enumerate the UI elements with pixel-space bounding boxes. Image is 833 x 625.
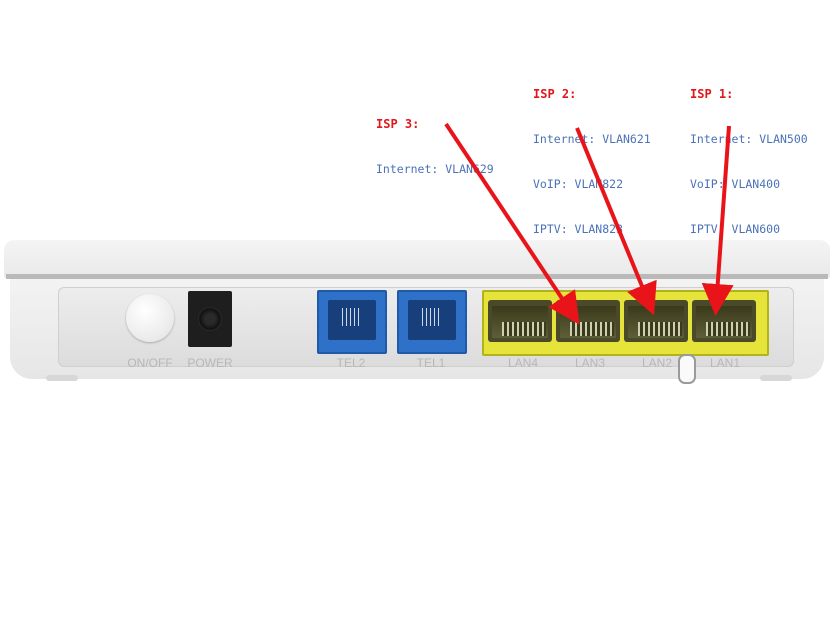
isp2-title: ISP 2:	[533, 87, 577, 101]
lan1-port-pins	[706, 322, 750, 336]
cable-clip	[678, 354, 696, 384]
lan2-port-pins	[638, 322, 682, 336]
isp1-arrow	[701, 125, 734, 316]
isp1-internet: Internet: VLAN500	[690, 132, 808, 146]
lan4-port	[488, 300, 552, 342]
lan4-port-pins	[502, 322, 546, 336]
isp1-voip: VoIP: VLAN400	[690, 177, 781, 191]
power-jack-hole	[198, 307, 222, 331]
router-lid	[4, 240, 830, 278]
tel1-label: TEL1	[416, 356, 446, 370]
router-lid-edge	[6, 274, 828, 279]
isp3-arrow	[444, 122, 580, 325]
tel2-label: TEL2	[336, 356, 366, 370]
isp1-iptv: IPTV: VLAN600	[690, 222, 781, 236]
tel1-port-socket	[408, 300, 456, 340]
lan4-port-socket	[492, 306, 548, 338]
onoff-label: ON/OFF	[127, 356, 173, 370]
router: ON/OFF POWER TEL2 TEL1 LAN4 LAN3 LAN2 LA…	[4, 240, 830, 385]
tel2-port-socket	[328, 300, 376, 340]
power-label: POWER	[187, 356, 233, 370]
power-jack	[188, 291, 232, 347]
isp3-title: ISP 3:	[376, 117, 420, 131]
tel1-port-pins	[422, 308, 442, 326]
router-foot-left	[46, 375, 78, 381]
isp2-iptv: IPTV: VLAN823	[533, 222, 624, 236]
isp3-internet: Internet: VLAN629	[376, 162, 494, 176]
lan-ports	[482, 290, 769, 356]
isp3-annotation: ISP 3: Internet: VLAN629	[376, 87, 494, 192]
lan2-label: LAN2	[641, 356, 673, 370]
isp2-annotation: ISP 2: Internet: VLAN621 VoIP: VLAN822 I…	[533, 57, 651, 252]
tel1-port	[397, 290, 467, 354]
lan3-label: LAN3	[574, 356, 606, 370]
tel2-port	[317, 290, 387, 354]
lan4-label: LAN4	[507, 356, 539, 370]
lan3-port-pins	[570, 322, 614, 336]
router-foot-right	[760, 375, 792, 381]
isp1-title: ISP 1:	[690, 87, 734, 101]
lan1-label: LAN1	[709, 356, 741, 370]
isp1-annotation: ISP 1: Internet: VLAN500 VoIP: VLAN400 I…	[690, 57, 808, 252]
tel2-port-pins	[342, 308, 362, 326]
power-switch-button[interactable]	[126, 294, 174, 342]
isp2-arrow	[575, 127, 657, 316]
